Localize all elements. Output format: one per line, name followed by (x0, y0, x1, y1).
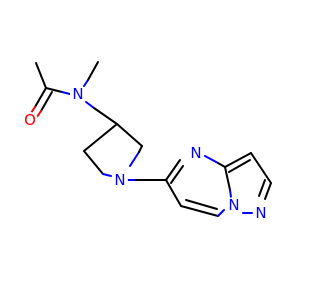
bond-c5-n4-double (170, 165, 184, 184)
bond-carbonyl-double-b-o (36, 110, 42, 118)
bond-amide-n-methyl-b (87, 61, 99, 81)
bond-c6-c7-double (185, 199, 218, 210)
pyrazole-nitrogen-label: N (255, 204, 266, 222)
pyrimidine-nitrogen-atom: N (188, 144, 204, 162)
bond-ring-c5-n (102, 173, 112, 177)
bond-carbonyl-double-b (40, 91, 53, 112)
bond-c2-n1 (264, 182, 272, 200)
bond-ring-c3-c4 (83, 123, 118, 152)
pyrazole-nitrogen-atom: N (253, 204, 269, 222)
carbonyl-oxygen-atom: O (22, 111, 38, 129)
bond-c7-n8 (217, 209, 225, 217)
bridgehead-nitrogen-atom: N (226, 196, 242, 214)
bond-amide-n-methyl-a (83, 79, 89, 87)
molecule-structure: O N N N N N (22, 61, 272, 222)
bond-amide-n-ring-b (93, 107, 118, 125)
bond-carbonyl-amide-n-b (61, 91, 71, 95)
bond-ring-c2-n (129, 151, 140, 167)
pyrimidine-nitrogen-label: N (190, 144, 201, 162)
bridgehead-nitrogen-label: N (228, 196, 239, 214)
amide-nitrogen-atom: N (70, 85, 86, 103)
bond-carbonyl-double-a-o (30, 106, 36, 114)
bond-c3-c2 (250, 152, 272, 184)
bonds (30, 61, 272, 217)
bond-ring-c4-c5 (83, 150, 104, 175)
bond-ring-c2-n-b (138, 145, 143, 153)
bond-n4-c3a-b (217, 162, 226, 168)
bond-c3a-c3-double (228, 159, 251, 173)
amide-nitrogen-label: N (72, 85, 83, 103)
pyrrolidine-nitrogen-label: N (114, 171, 125, 189)
bond-methyl-carbonyl (35, 62, 47, 89)
carbonyl-oxygen-label: O (24, 111, 36, 129)
bond-carbonyl-amide-n (45, 87, 63, 93)
bond-c5-n4 (165, 159, 181, 181)
bond-c5-c6 (165, 179, 182, 207)
pyrrolidine-nitrogen-atom: N (112, 171, 128, 189)
bond-n4-c3a (204, 155, 219, 164)
bond-ring-c3-c2 (116, 123, 143, 147)
bond-c3a-c3 (224, 152, 252, 168)
bond-c2-n1-double (258, 179, 266, 197)
bond-carbonyl-double-a (34, 87, 47, 108)
bond-amide-n-ring-a (85, 101, 95, 109)
bond-c3a-n8-b (229, 189, 232, 198)
bond-c6-c7 (180, 205, 219, 217)
atom-labels: O N N N N N (22, 85, 269, 222)
bond-c3a-n8 (224, 166, 231, 191)
